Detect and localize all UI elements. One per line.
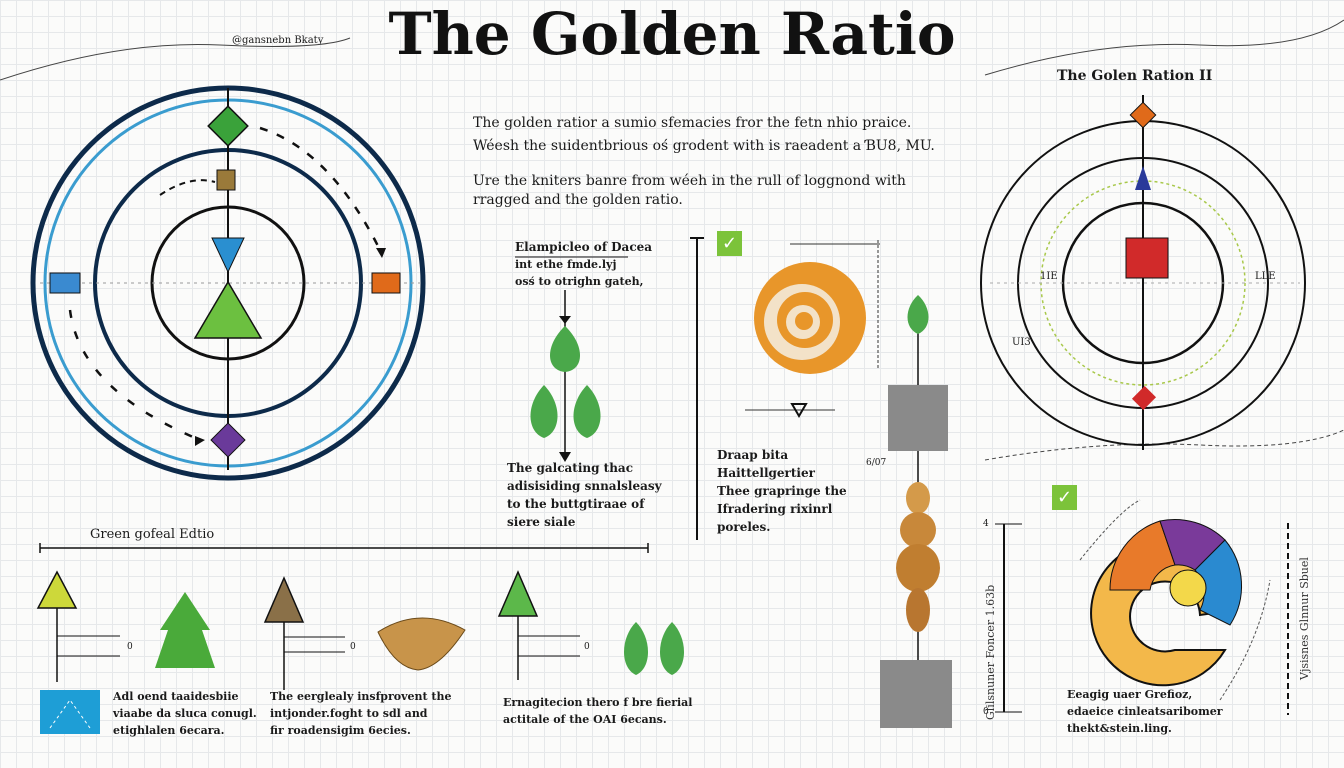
check-icon: ✓ [717, 231, 742, 256]
brown-triangle [263, 576, 305, 623]
axis-tick: 0 [983, 707, 989, 717]
intro-line: Wéesh the suidentbrious oś grodent with … [473, 138, 935, 154]
shell-icon [377, 617, 466, 671]
yellow-triangle [36, 570, 78, 609]
green-triangle [497, 570, 539, 617]
snail-caption: Eeagig uaer Grefioz, [1067, 688, 1193, 701]
item-caption: Adl oend taaidesbiie [113, 690, 239, 703]
leaf-icon [550, 326, 580, 372]
leaf-icon [660, 622, 684, 675]
item-caption: The eerglealy insfprovent the [270, 690, 452, 703]
leaf-example [515, 256, 628, 462]
intro-line: The golden ratior a sumio sfemacies fror… [473, 115, 912, 131]
tree-icon [155, 592, 215, 668]
examples-caption: adisisiding snnalsleasy [507, 479, 662, 493]
item-caption: intjonder.foght to sdl and [270, 707, 428, 720]
purple-diamond [210, 422, 246, 458]
item-label: 0 [127, 642, 133, 652]
blue-triangle [1135, 166, 1151, 190]
examples-caption: siere siale [507, 515, 576, 529]
intro-line: rragged and the golden ratio. [473, 192, 683, 208]
snail-caption: thekt&stein.ling. [1067, 722, 1172, 735]
examples-text: osś to otrighn gateh, [515, 275, 644, 288]
examples-caption: The galcating thac [507, 461, 634, 475]
check-icon: ✓ [1052, 485, 1077, 510]
ring-label: UI3 [1012, 337, 1031, 348]
examples-caption: to the buttgtiraae of [507, 497, 645, 511]
orange-rect [371, 272, 401, 294]
brown-square [216, 169, 236, 191]
sketch-stroke [0, 37, 351, 81]
left-circle-diagram [30, 85, 426, 481]
green-triangle [193, 280, 263, 339]
item-label: 0 [584, 642, 590, 652]
leaf-icon [624, 622, 648, 675]
column-marker: 6/07 [866, 458, 887, 468]
spiral-caption: Ifradering rixinrl [717, 502, 833, 516]
green-diamond [207, 105, 249, 147]
item-caption: etighlalen 6ecara. [113, 724, 225, 737]
spiral-caption: Thee grapringe the [717, 484, 847, 498]
gray-block [880, 660, 952, 728]
ring-label: LLE [1255, 271, 1276, 282]
gray-block [888, 385, 948, 451]
vertical-label: Vjsisnes Glnnur Sbuel [1298, 557, 1311, 680]
axis-tick: 4 [983, 519, 989, 529]
item-caption: Ernagitecion thero f bre fierial [503, 696, 693, 709]
blue-box [40, 690, 100, 734]
bottom-section [36, 543, 684, 734]
examples-text: int ethe fmde.lyj [515, 258, 617, 271]
orange-diamond [1129, 101, 1157, 129]
item-caption: fir roadensigim 6ecies. [270, 724, 411, 737]
item-label: 0 [350, 642, 356, 652]
arrow-path [159, 179, 216, 196]
vertical-label: Glilsnuner Foncer 1.63b [984, 584, 997, 720]
item-caption: viaabe da sluca conugl. [113, 707, 257, 720]
leaf-icon [573, 385, 601, 438]
right-diagram-title: The Golen Ration II [1057, 68, 1213, 84]
arrow-path [259, 126, 382, 251]
spiral-caption: poreles. [717, 520, 771, 534]
spiral-caption: Draap bita [717, 448, 789, 462]
intro-line: Ure the kniters banre from wéeh in the r… [473, 173, 906, 189]
blue-triangle [211, 237, 245, 274]
top-left-caption: @gansnebn Bkaty [232, 35, 324, 46]
snail-spiral [995, 499, 1289, 715]
item-caption: actitale of the OAI 6ecans. [503, 713, 667, 726]
right-circle-diagram [980, 95, 1306, 450]
red-diamond [1131, 385, 1157, 411]
blue-rect [49, 272, 81, 294]
ring-label: 1IE [1040, 271, 1058, 282]
examples-heading: Elampicleo of Dacea [515, 240, 653, 254]
red-square [1125, 237, 1169, 279]
leaf-icon [530, 385, 558, 438]
snail-caption: edaeice cinleatsaribomer [1067, 705, 1223, 718]
sketch-stroke [984, 429, 1344, 461]
leaf-icon [907, 295, 929, 334]
page-title: The Golden Ratio [388, 0, 956, 68]
orange-spiral [745, 240, 880, 418]
growth-column [880, 295, 952, 728]
bottom-heading: Green gofeal Edtio [90, 527, 215, 542]
sketch-stroke [984, 19, 1344, 76]
spiral-caption: Haittellgertier [717, 466, 815, 480]
